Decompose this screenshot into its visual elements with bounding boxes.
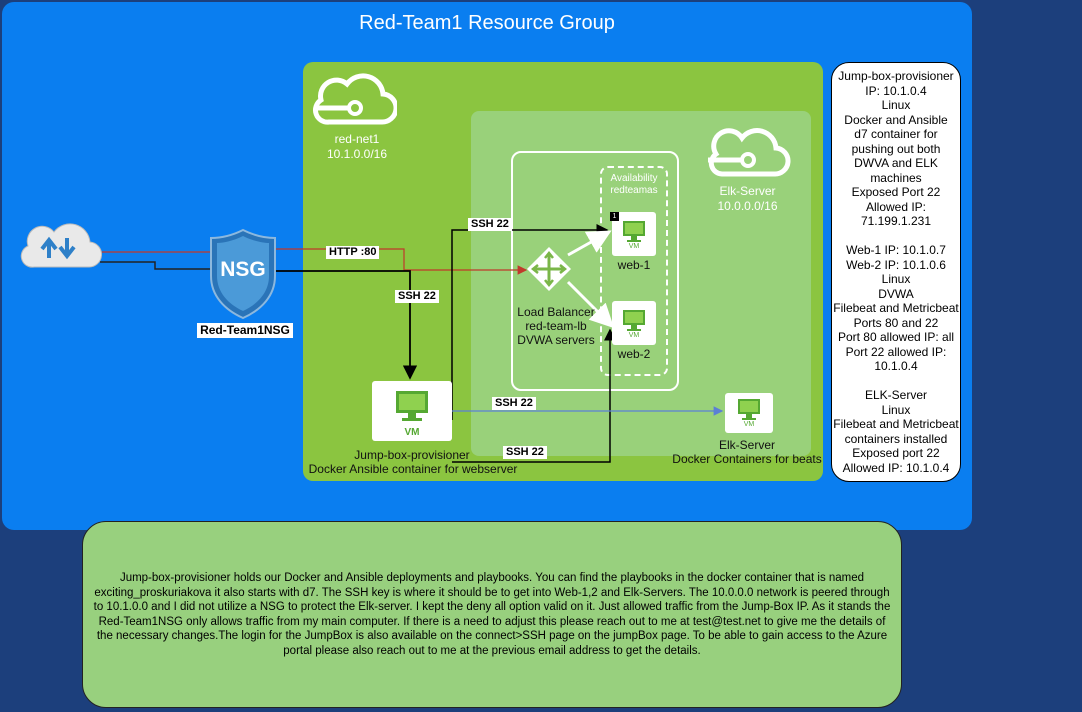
jumpbox-description: Docker Ansible container for webserver (308, 462, 518, 476)
elk-zone-name: Elk-Server (719, 184, 776, 198)
web1-vm-text: VM (628, 243, 640, 250)
availability-set-name: redteamas (610, 185, 658, 196)
web2-vm-text: VM (628, 332, 640, 339)
info-line: Docker and Ansible (844, 112, 948, 127)
info-panel: Jump-box-provisioner IP: 10.1.0.4 Linux … (831, 62, 961, 482)
load-balancer-label: Load Balancer (517, 305, 595, 319)
web2-vm-icon (623, 310, 645, 331)
info-line: Exposed Port 22 (851, 185, 941, 199)
info-line: Filebeat and Metricbeat (833, 301, 959, 315)
info-line: Allowed IP: (865, 199, 927, 214)
web2-label: web-2 (617, 347, 651, 361)
vnet-cloud-icon (311, 68, 399, 135)
info-line: Linux (881, 272, 911, 286)
info-line: Exposed port 22 (852, 446, 940, 460)
info-line: Web-1 IP: 10.1.0.7 (846, 243, 946, 257)
dvwa-group-box (511, 151, 679, 391)
web1-badge: 1 (610, 212, 619, 221)
availability-label: Availability (610, 173, 658, 184)
ssh-elk-label: SSH 22 (492, 397, 536, 410)
ssh-web1-label: SSH 22 (468, 218, 512, 231)
info-line: containers installed (844, 431, 948, 446)
info-line: Linux (881, 402, 911, 417)
jumpbox-name: Jump-box-provisioner (354, 448, 470, 462)
info-line: Port 22 allowed IP: (845, 344, 947, 359)
web1-vm-tile[interactable] (612, 212, 656, 256)
load-balancer-name: red-team-lb (525, 319, 587, 333)
description-note-text: Jump-box-provisioner holds our Docker an… (93, 572, 891, 657)
elk-vm-name: Elk-Server (718, 438, 775, 452)
info-line: Web-2 IP: 10.1.0.6 (846, 257, 946, 272)
info-line: d7 container for (854, 127, 938, 141)
elk-zone-cidr: 10.0.0.0/16 (717, 199, 778, 213)
ssh-nsg-label: SSH 22 (395, 290, 439, 303)
elk-vm-tile[interactable] (725, 393, 773, 433)
info-line: Filebeat and Metricbeat (833, 417, 959, 431)
load-balancer-icon (526, 246, 572, 297)
info-line (832, 374, 960, 389)
nsg-shield-icon (209, 228, 277, 325)
web1-vm-icon (623, 221, 645, 242)
nsg-icon-text: NSG (220, 258, 266, 281)
http-80-label: HTTP :80 (326, 246, 380, 259)
info-line: Jump-box-provisioner (838, 69, 954, 83)
ssh-web2-label: SSH 22 (503, 446, 547, 459)
jumpbox-vm-text: VM (404, 427, 420, 438)
elk-vm-icon (738, 399, 760, 420)
vnet-cidr: 10.1.0.0/16 (326, 147, 388, 161)
resource-group-title: Red-Team1 Resource Group (359, 12, 615, 34)
info-line: IP: 10.1.0.4 (865, 83, 927, 98)
elk-cloud-icon (702, 124, 792, 187)
info-line: pushing out both (851, 141, 941, 156)
nsg-label: Red-Team1NSG (197, 323, 293, 338)
description-note: Jump-box-provisioner holds our Docker an… (82, 521, 902, 708)
internet-cloud-icon (20, 220, 102, 275)
info-line: Ports 80 and 22 (853, 315, 939, 330)
info-line: 71.199.1.231 (860, 214, 932, 228)
web2-vm-tile[interactable] (612, 301, 656, 345)
elk-vm-text: VM (743, 421, 755, 428)
availability-set-box (600, 166, 668, 376)
info-line: 10.1.0.4 (874, 359, 918, 373)
elk-vm-description: Docker Containers for beats (672, 452, 822, 466)
info-line: Allowed IP: 10.1.0.4 (842, 460, 950, 475)
info-line: Port 80 allowed IP: all (837, 330, 955, 344)
info-line (832, 229, 960, 244)
info-line: DVWA (878, 286, 914, 301)
jumpbox-vm-icon (396, 391, 428, 421)
web1-label: web-1 (617, 258, 651, 272)
info-line: ELK-Server (864, 388, 928, 402)
info-line: DWVA and ELK (854, 156, 938, 170)
vnet-name: red-net1 (334, 132, 380, 146)
load-balancer-desc: DVWA servers (517, 333, 595, 347)
jumpbox-vm-tile[interactable] (372, 381, 452, 441)
info-line: Linux (881, 98, 911, 112)
info-line: machines (870, 170, 922, 185)
